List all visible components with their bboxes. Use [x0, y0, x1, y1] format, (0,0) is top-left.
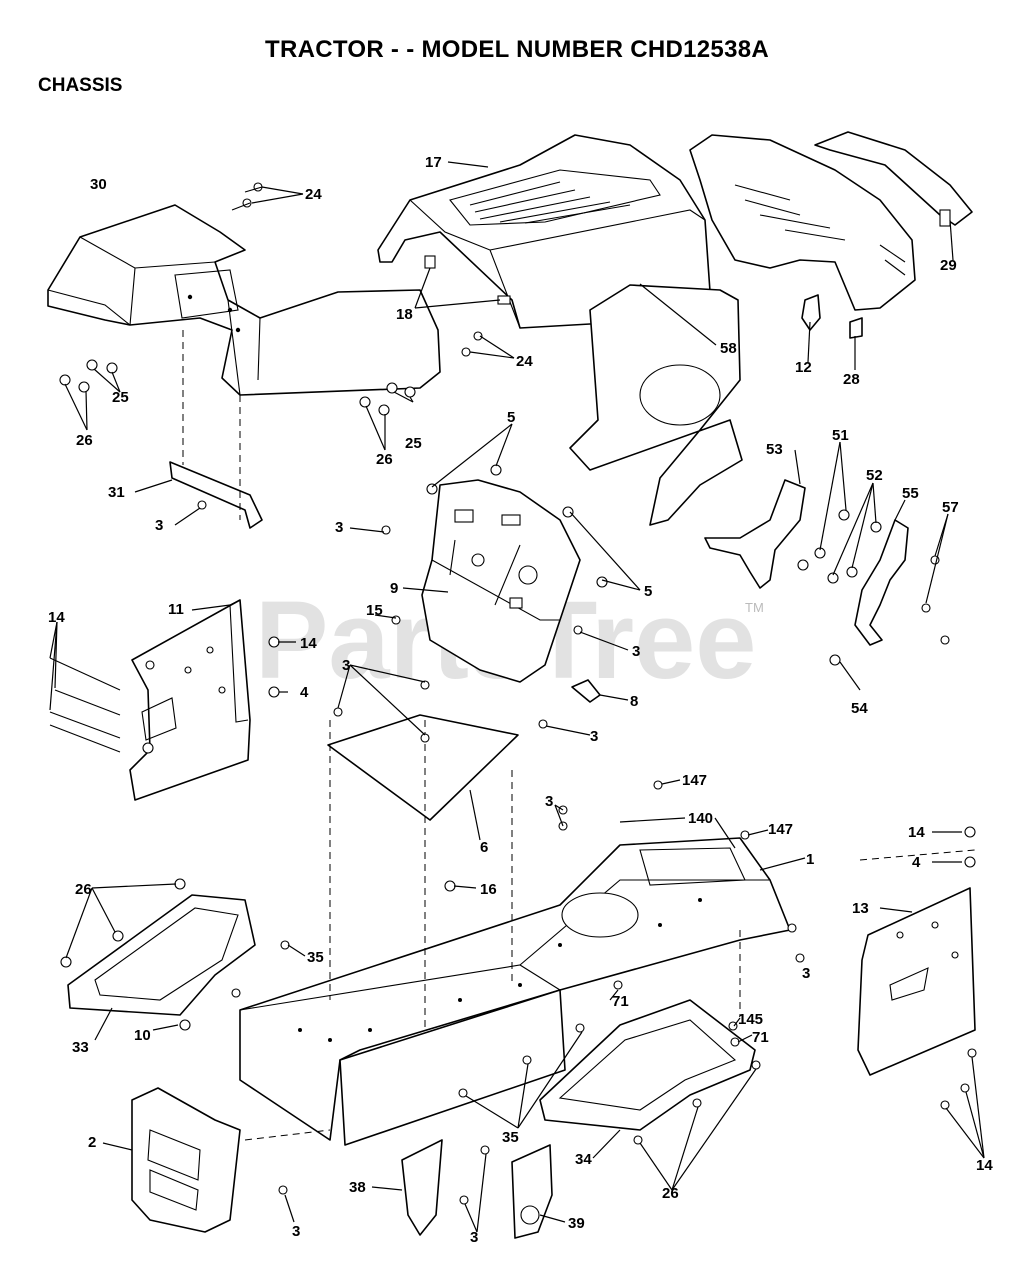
part-bracket-53 — [704, 479, 806, 589]
callout-12: 12 — [795, 359, 812, 376]
callout-53: 53 — [766, 441, 783, 458]
callout-54: 54 — [851, 700, 868, 717]
callout-3: 3 — [590, 728, 598, 745]
callout-58: 58 — [720, 340, 737, 357]
callout-14: 14 — [300, 635, 317, 652]
callout-25: 25 — [112, 389, 129, 406]
callout-57: 57 — [942, 499, 959, 516]
callout-8: 8 — [630, 693, 638, 710]
part-bracket-38 — [401, 1139, 443, 1236]
callout-9: 9 — [390, 580, 398, 597]
callout-24: 24 — [516, 353, 533, 370]
callout-3: 3 — [470, 1229, 478, 1246]
callout-labels: 30 24 17 29 18 24 12 28 26 25 26 25 58 5… — [48, 154, 993, 1246]
section-title: CHASSIS — [38, 75, 123, 96]
callout-10: 10 — [134, 1027, 151, 1044]
part-bracket-55 — [854, 519, 909, 646]
callout-145: 145 — [738, 1011, 763, 1028]
callout-147: 147 — [682, 772, 707, 789]
callout-140: 140 — [688, 810, 713, 827]
part-grille — [689, 131, 973, 311]
callout-51: 51 — [832, 427, 849, 444]
callout-31: 31 — [108, 484, 125, 501]
callout-11: 11 — [168, 601, 184, 618]
callout-28: 28 — [843, 371, 860, 388]
callout-26: 26 — [75, 881, 92, 898]
part-footrest-left — [67, 894, 256, 1016]
part-side-panel-left — [129, 599, 251, 801]
callout-26: 26 — [76, 432, 93, 449]
callout-35: 35 — [502, 1129, 519, 1146]
callout-14: 14 — [976, 1157, 993, 1174]
callout-3: 3 — [802, 965, 810, 982]
callout-55: 55 — [902, 485, 919, 502]
part-main-frame — [239, 837, 791, 1146]
callout-3: 3 — [155, 517, 163, 534]
callout-5: 5 — [644, 583, 652, 600]
callout-1: 1 — [806, 851, 814, 868]
callout-3: 3 — [632, 643, 640, 660]
callout-147: 147 — [768, 821, 793, 838]
callout-3: 3 — [335, 519, 343, 536]
part-clip-28 — [849, 317, 863, 339]
part-front-plate — [131, 1087, 241, 1233]
callout-3: 3 — [545, 793, 553, 810]
callout-34: 34 — [575, 1151, 592, 1168]
watermark-trademark: TM — [745, 600, 764, 615]
callout-15: 15 — [366, 602, 383, 619]
callout-16: 16 — [480, 881, 497, 898]
callout-17: 17 — [425, 154, 442, 171]
callout-29: 29 — [940, 257, 957, 274]
part-bracket-31 — [169, 461, 263, 529]
callout-26: 26 — [376, 451, 393, 468]
callout-35: 35 — [307, 949, 324, 966]
callout-38: 38 — [349, 1179, 366, 1196]
callout-71: 71 — [612, 993, 629, 1010]
callout-14: 14 — [908, 824, 925, 841]
callout-4: 4 — [300, 684, 309, 701]
part-dash-panel — [421, 479, 581, 683]
callout-33: 33 — [72, 1039, 89, 1056]
callout-30: 30 — [90, 176, 107, 193]
callout-4: 4 — [912, 854, 921, 871]
callout-5: 5 — [507, 409, 515, 426]
part-bracket-12 — [801, 294, 821, 331]
callout-24: 24 — [305, 186, 322, 203]
callout-39: 39 — [568, 1215, 585, 1232]
callout-18: 18 — [396, 306, 413, 323]
callout-2: 2 — [88, 1134, 96, 1151]
callout-14: 14 — [48, 609, 65, 626]
callout-52: 52 — [866, 467, 883, 484]
part-fender — [47, 204, 441, 396]
callout-71: 71 — [752, 1029, 769, 1046]
leader-lines — [49, 161, 985, 1233]
callout-25: 25 — [405, 435, 422, 452]
callout-3: 3 — [342, 657, 350, 674]
part-footrest-right — [539, 999, 756, 1131]
page-title: TRACTOR - - MODEL NUMBER CHD12538A — [264, 36, 770, 63]
part-side-panel-right — [857, 887, 976, 1076]
part-dash-liner — [569, 284, 743, 526]
callout-6: 6 — [480, 839, 488, 856]
callout-13: 13 — [852, 900, 869, 917]
part-floor-plate — [327, 714, 519, 821]
callout-3: 3 — [292, 1223, 300, 1240]
callout-26: 26 — [662, 1185, 679, 1202]
